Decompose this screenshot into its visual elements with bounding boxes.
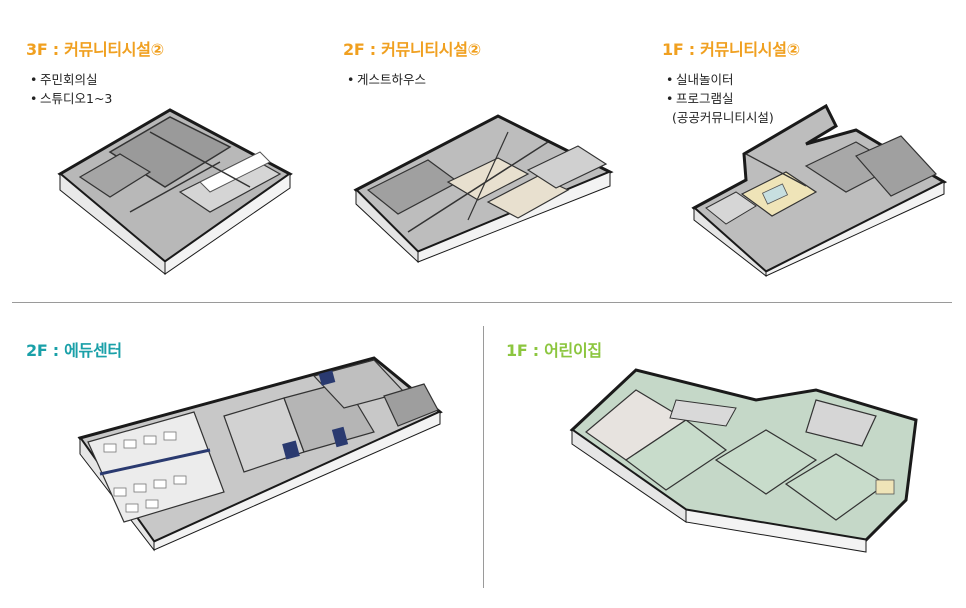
panel-1f-list: •실내놀이터 •프로그램실 (공공커뮤니티시설) xyxy=(666,70,800,127)
panel-3f: 3F : 커뮤니티시설② •주민회의실 •스튜디오1~3 xyxy=(26,36,164,108)
list-item-label: 주민회의실 xyxy=(40,72,98,87)
list-item: •프로그램실 xyxy=(666,91,734,106)
panel-3f-list: •주민회의실 •스튜디오1~3 xyxy=(30,70,164,108)
list-item-label: 게스트하우스 xyxy=(357,72,427,87)
panel-edu-title: 2F : 에듀센터 xyxy=(26,341,122,360)
vertical-divider xyxy=(483,326,484,588)
horizontal-divider xyxy=(12,302,952,303)
panel-2f: 2F : 커뮤니티시설② •게스트하우스 xyxy=(343,36,481,89)
list-item: •스튜디오1~3 xyxy=(30,91,113,106)
panel-kids-title: 1F : 어린이집 xyxy=(506,341,602,360)
list-item: •주민회의실 xyxy=(30,72,98,87)
list-item: •실내놀이터 xyxy=(666,72,734,87)
list-item-label: 실내놀이터 xyxy=(676,72,734,87)
list-item-label: (공공커뮤니티시설) xyxy=(672,110,774,125)
list-item-label: 스튜디오1~3 xyxy=(40,91,113,106)
floor-plan-1f-community-image xyxy=(691,103,948,278)
panel-2f-list: •게스트하우스 xyxy=(347,70,481,89)
list-item: •게스트하우스 xyxy=(347,72,427,87)
panel-2f-title: 2F : 커뮤니티시설② xyxy=(343,40,481,59)
floor-plan-2f-image xyxy=(353,114,614,264)
list-item-label: 프로그램실 xyxy=(676,91,734,106)
floor-plan-3f-image xyxy=(57,108,293,276)
floor-plan-kids-image xyxy=(569,368,918,553)
panel-edu: 2F : 에듀센터 xyxy=(26,337,122,361)
panel-kids: 1F : 어린이집 xyxy=(506,337,602,361)
panel-1f: 1F : 커뮤니티시설② •실내놀이터 •프로그램실 (공공커뮤니티시설) xyxy=(662,36,800,127)
floor-plan-edu-image xyxy=(77,356,443,552)
list-item-note: (공공커뮤니티시설) xyxy=(666,108,800,127)
panel-3f-title: 3F : 커뮤니티시설② xyxy=(26,40,164,59)
panel-1f-title: 1F : 커뮤니티시설② xyxy=(662,40,800,59)
